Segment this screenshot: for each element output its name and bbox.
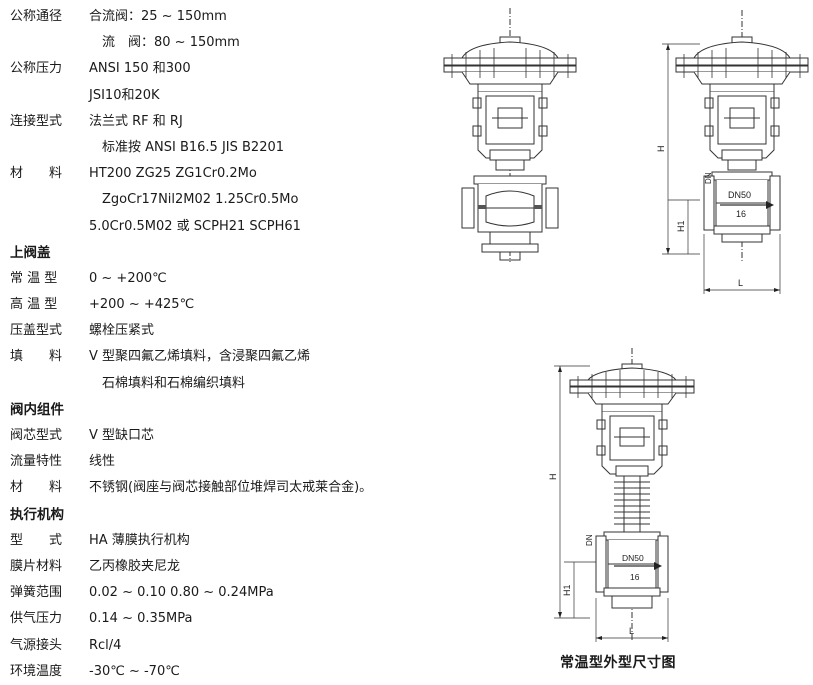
spec-label: 阀芯型式 (10, 428, 63, 443)
spec-value: -30℃ ~ -70℃ (89, 663, 180, 679)
section-heading: 执行机构 (10, 506, 64, 523)
spec-row: 连接型式 法兰式 RF 和 RJ (10, 109, 420, 135)
spec-row: 执行机构 (10, 502, 420, 528)
spec-row: 流量特性 线性 (10, 449, 420, 475)
spec-value: 线性 (89, 454, 116, 470)
spec-row: 阀芯型式 V 型缺口芯 (10, 423, 420, 449)
spec-row: 标准按 ANSI B16.5 JIS B2201 (10, 135, 420, 161)
spec-label: 填 料 (10, 349, 63, 365)
spec-row: 石棉填料和石棉编织填料 (10, 371, 420, 397)
spec-row: 公称通径 合流阀：25 ~ 150mm (10, 4, 420, 30)
spec-value: 法兰式 RF 和 RJ (89, 113, 183, 129)
dim-h1-label: H1 (676, 220, 686, 232)
dim-l-label-2: L (629, 626, 634, 636)
spec-list: 公称通径 合流阀：25 ~ 150mm 流 阀：80 ~ 150mm 公称压力 ANSI… (10, 4, 420, 685)
spec-row: 流 阀：80 ~ 150mm (10, 30, 420, 56)
spec-row: 填 料 V 型聚四氟乙烯填料，含浸聚四氟乙烯 (10, 344, 420, 370)
spec-value: HT200 ZG25 ZG1Cr0.2Mo (89, 166, 257, 182)
spec-row: 材 料 HT200 ZG25 ZG1Cr0.2Mo (10, 161, 420, 187)
section-heading: 上阀盖 (10, 244, 51, 261)
spec-value: 不锈钢(阀座与阀芯接触部位堆焊司太戒莱合金)。 (89, 480, 373, 496)
spec-value: ANSI 150 和300 (89, 61, 191, 77)
spec-value: Rcl/4 (89, 637, 122, 653)
dim-l-label: L (738, 278, 743, 288)
figure-caption: 常温型外型尺寸图 (560, 655, 676, 671)
spec-label: 流量特性 (10, 454, 63, 470)
spec-row: 供气压力 0.14 ~ 0.35MPa (10, 606, 420, 632)
spec-row: 型 式 HA 薄膜执行机构 (10, 528, 420, 554)
spec-value: 0 ~ +200℃ (89, 270, 167, 286)
spec-row: 5.0Cr0.5M02 或 SCPH21 SCPH61 (10, 214, 420, 240)
spec-value: 5.0Cr0.5M02 或 SCPH21 SCPH61 (89, 218, 301, 234)
spec-label: 供气压力 (10, 611, 63, 627)
spec-value: 0.14 ~ 0.35MPa (89, 611, 193, 627)
dim-h-label-2: H (548, 474, 558, 481)
spec-value: V 型聚四氟乙烯填料，含浸聚四氟乙烯 (89, 349, 311, 365)
spec-value: 螺栓压紧式 (89, 323, 155, 339)
dim-dn-label: DN (704, 172, 713, 184)
spec-label: 常 温 型 (10, 270, 58, 286)
spec-row: 膜片材料 乙丙橡胶夹尼龙 (10, 554, 420, 580)
spec-row: 高 温 型 +200 ~ +425℃ (10, 292, 420, 318)
dim-dn-label-2: DN (585, 534, 594, 546)
spec-label: 压盖型式 (10, 323, 63, 339)
spec-value: 合流阀：25 ~ 150mm (89, 9, 227, 24)
spec-label: 型 式 (10, 532, 63, 548)
spec-label: 高 温 型 (10, 297, 58, 313)
dn-value-label: DN50 (728, 190, 751, 200)
spec-value: 乙丙橡胶夹尼龙 (89, 558, 181, 574)
spec-label: 气源接头 (10, 637, 63, 653)
spec-value: +200 ~ +425℃ (89, 297, 195, 313)
spec-row: 上阀盖 (10, 240, 420, 266)
dim-h-label: H (656, 146, 666, 153)
spec-value: JSI10和20K (89, 87, 160, 103)
spec-row: 环境温度 -30℃ ~ -70℃ (10, 659, 420, 685)
dn-value-label-2: DN50 (622, 553, 644, 563)
section-heading: 阀内组件 (10, 401, 64, 418)
spec-label: 公称通径 (10, 9, 63, 24)
spec-row: 阀内组件 (10, 397, 420, 423)
spec-label: 公称压力 (10, 61, 63, 77)
spec-row: ZgoCr17Nil2M02 1.25Cr0.5Mo (10, 187, 420, 213)
spec-label: 连接型式 (10, 113, 63, 129)
spec-row: JSI10和20K (10, 83, 420, 109)
spec-row: 常 温 型 0 ~ +200℃ (10, 266, 420, 292)
spec-value: 标准按 ANSI B16.5 JIS B2201 (102, 139, 285, 155)
spec-label: 环境温度 (10, 663, 63, 679)
spec-label: 弹簧范围 (10, 585, 63, 601)
spec-value: 流 阀：80 ~ 150mm (102, 35, 240, 51)
size-value-label-2: 16 (630, 572, 640, 582)
spec-label: 材 料 (10, 480, 63, 496)
spec-row: 公称压力 ANSI 150 和300 (10, 56, 420, 82)
spec-value: ZgoCr17Nil2M02 1.25Cr0.5Mo (102, 192, 299, 208)
spec-row: 弹簧范围 0.02 ~ 0.10 0.80 ~ 0.24MPa (10, 580, 420, 606)
spec-row: 气源接头 Rcl/4 (10, 633, 420, 659)
spec-row: 压盖型式 螺栓压紧式 (10, 318, 420, 344)
spec-value: 石棉填料和石棉编织填料 (102, 375, 246, 391)
size-value-label: 16 (736, 209, 746, 219)
dim-h1-label-2: H1 (562, 584, 572, 596)
spec-value: HA 薄膜执行机构 (89, 532, 190, 548)
spec-row: 材 料 不锈钢(阀座与阀芯接触部位堆焊司太戒莱合金)。 (10, 475, 420, 501)
spec-value: 0.02 ~ 0.10 0.80 ~ 0.24MPa (89, 585, 274, 601)
spec-label: 材 料 (10, 166, 63, 182)
spec-label: 膜片材料 (10, 558, 63, 574)
spec-value: V 型缺口芯 (89, 428, 155, 443)
